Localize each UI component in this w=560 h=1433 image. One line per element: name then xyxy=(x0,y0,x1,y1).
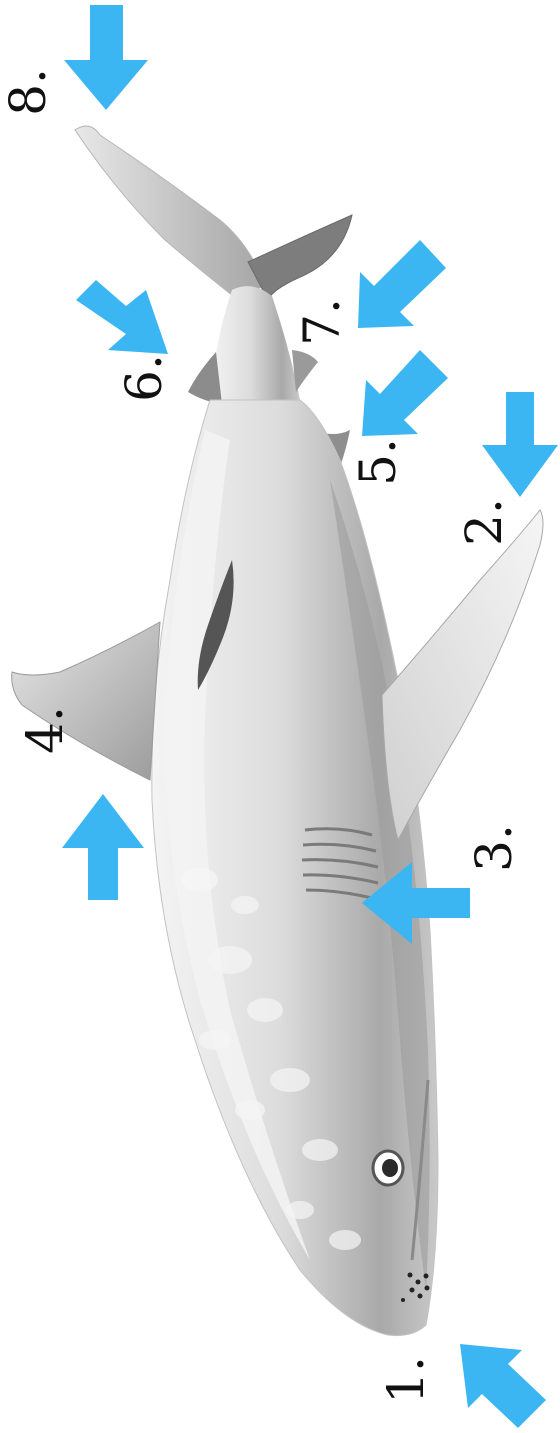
label-8: 8. xyxy=(0,68,57,116)
label-4: 4. xyxy=(16,706,74,754)
caudal-fin-lower-lobe xyxy=(248,215,352,300)
first-dorsal-fin xyxy=(12,622,160,780)
label-3: 3. xyxy=(465,824,523,872)
arrow-6 xyxy=(76,280,168,354)
arrow-8 xyxy=(64,5,148,110)
label-2: 2. xyxy=(455,498,513,546)
label-7: 7. xyxy=(293,298,351,346)
shark-eye xyxy=(373,1151,403,1185)
label-6: 6. xyxy=(115,354,173,402)
arrow-2 xyxy=(482,392,558,497)
caudal-fin-upper-lobe xyxy=(75,126,265,300)
arrow-5 xyxy=(362,350,448,436)
arrow-7 xyxy=(358,240,446,328)
label-1: 1. xyxy=(377,1356,435,1404)
pectoral-fin xyxy=(382,510,543,840)
caudal-peduncle xyxy=(210,286,300,400)
arrow-1 xyxy=(460,1344,546,1428)
anal-fin xyxy=(292,350,318,392)
second-dorsal-fin xyxy=(188,352,222,404)
arrow-4 xyxy=(62,794,144,900)
label-5: 5. xyxy=(349,438,407,486)
